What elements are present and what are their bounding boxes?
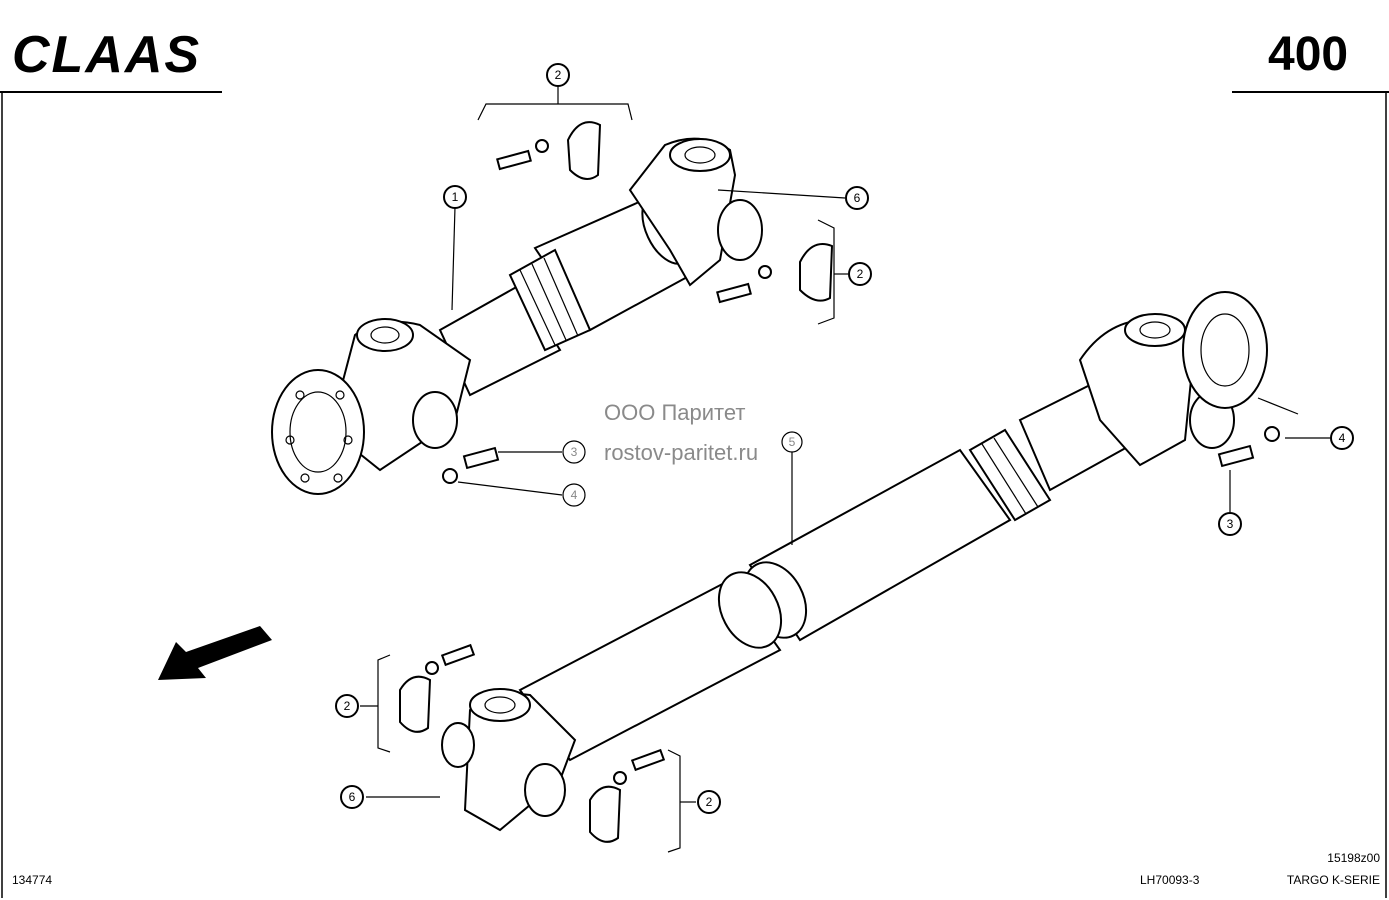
callout-4-left: 4 — [562, 483, 586, 507]
svg-text:4: 4 — [1339, 431, 1346, 445]
svg-text:2: 2 — [344, 699, 351, 713]
brand-logo: CLAAS — [12, 26, 201, 84]
svg-text:2: 2 — [706, 795, 713, 809]
callout-3-left: 3 — [562, 440, 586, 464]
svg-text:3: 3 — [1227, 517, 1234, 531]
footer-series: TARGO K-SERIE — [1287, 873, 1380, 887]
callout-2-lower-right: 2 — [697, 790, 721, 814]
callout-2-lower-left: 2 — [335, 694, 359, 718]
callout-4-right: 4 — [1330, 426, 1354, 450]
svg-text:3: 3 — [571, 445, 578, 459]
watermark-company: ООО Паритет — [604, 400, 745, 425]
svg-text:6: 6 — [349, 790, 356, 804]
footer-center-code: LH70093-3 — [1140, 873, 1200, 887]
svg-text:4: 4 — [571, 488, 578, 502]
callout-6-lower: 6 — [340, 785, 364, 809]
footer-drawing-code: 15198z00 — [1327, 851, 1380, 865]
footer-left-code: 134774 — [12, 873, 52, 887]
callout-1: 1 — [443, 185, 467, 209]
direction-arrow — [158, 626, 272, 680]
callout-2-right: 2 — [848, 262, 872, 286]
svg-text:1: 1 — [452, 190, 459, 204]
page-number: 400 — [1268, 28, 1348, 81]
callout-6-top: 6 — [845, 186, 869, 210]
svg-text:5: 5 — [789, 435, 796, 449]
leader-lines — [360, 86, 1330, 853]
watermark-site: rostov-paritet.ru — [604, 440, 758, 465]
upper-drive-shaft — [271, 121, 834, 495]
callout-2-top: 2 — [546, 63, 570, 87]
callout-5: 5 — [781, 431, 803, 453]
callout-3-right: 3 — [1218, 512, 1242, 536]
svg-text:2: 2 — [555, 68, 562, 82]
svg-text:6: 6 — [854, 191, 861, 205]
svg-text:2: 2 — [857, 267, 864, 281]
lower-drive-shaft — [399, 291, 1280, 843]
